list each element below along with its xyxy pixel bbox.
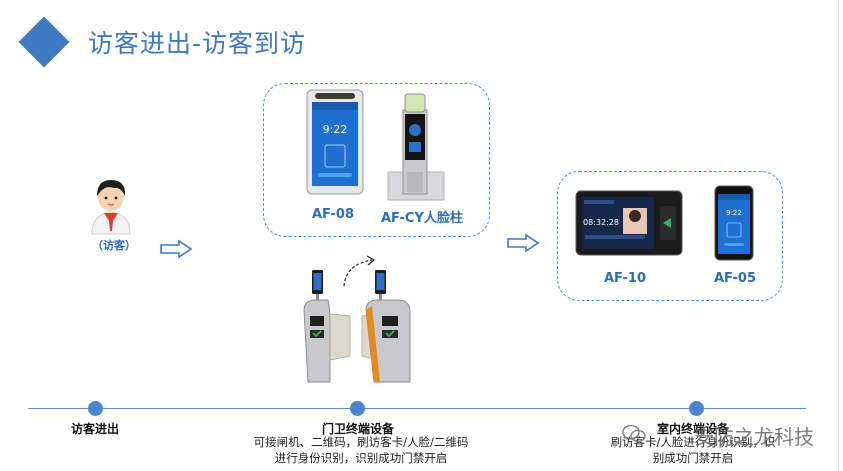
- timeline-dot-visitor: [88, 401, 103, 416]
- timeline-dot-gate: [350, 401, 365, 416]
- device-label-af05: AF-05: [714, 271, 757, 286]
- af08-terminal-image: 9:22: [306, 89, 364, 195]
- afcy-face-column-image: [387, 93, 445, 201]
- stage-desc-line: 别成功门禁开启: [652, 451, 734, 465]
- timeline-line: [28, 408, 806, 409]
- indoor-device-group: [557, 171, 783, 301]
- visitor-person-icon: [91, 180, 131, 235]
- gate-device-group: [263, 83, 490, 237]
- arrow-right-icon: [160, 239, 193, 259]
- visitor-label: （访客）: [92, 239, 136, 252]
- af05-terminal-image: 9:22: [714, 185, 754, 261]
- wechat-watermark-icon: [622, 424, 646, 443]
- stage-desc-line: 进行身份识别，识别成功门禁开启: [274, 451, 448, 465]
- af05-screen-time: 9:22: [726, 209, 742, 217]
- turnstile-gate-image: [303, 270, 411, 383]
- title-diamond-icon: [18, 16, 70, 68]
- stage-title-gate: 门卫终端设备: [322, 422, 395, 436]
- slide-title: 访客进出-访客到访: [88, 29, 307, 58]
- stage-desc-gate: 可接闸机、二维码，刷访客卡/人脸/二维码 进行身份识别，识别成功门禁开启: [246, 434, 476, 466]
- stage-desc-line: 刷访客卡/人脸进行身份识别，识: [610, 435, 776, 449]
- device-label-af08: AF-08: [312, 207, 355, 222]
- af10-screen-time: 08:32:28: [583, 218, 619, 227]
- watermark-text: 安防之龙科技: [694, 425, 814, 449]
- arrow-right-icon: [507, 233, 540, 253]
- right-border-line: [838, 0, 839, 471]
- device-label-afcy: AF-CY人脸柱: [381, 211, 463, 226]
- stage-title-visitor: 访客进出: [71, 422, 120, 436]
- af08-screen-time: 9:22: [323, 123, 348, 136]
- stage-title-indoor: 室内终端设备: [657, 422, 730, 436]
- stage-desc-line: 可接闸机、二维码，刷访客卡/人脸/二维码: [253, 435, 469, 449]
- stage-desc-indoor: 刷访客卡/人脸进行身份识别，识 别成功门禁开启: [603, 434, 783, 466]
- device-label-af10: AF-10: [604, 271, 647, 286]
- curved-arrow-icon: [343, 255, 376, 287]
- af10-terminal-image: 08:32:28: [575, 190, 683, 256]
- timeline-dot-indoor: [689, 401, 704, 416]
